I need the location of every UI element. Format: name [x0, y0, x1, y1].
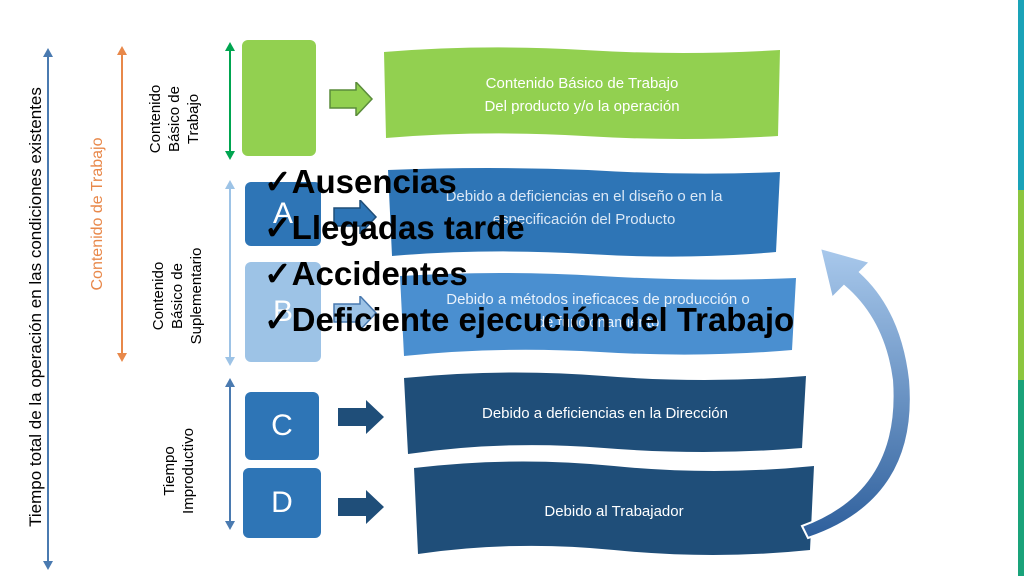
work-content-arrow — [117, 46, 127, 362]
basic-content-arrow — [225, 42, 235, 160]
unproductive-label: Tiempo Improductivo — [150, 400, 210, 530]
supp-line1: Contenido — [150, 261, 167, 331]
box-d: D — [243, 468, 321, 538]
accent-strip-mid — [1018, 190, 1024, 380]
box-basic — [242, 40, 316, 156]
basic-content-line3: Trabajo — [185, 93, 202, 145]
basic-content-line2: Básico de — [166, 86, 183, 152]
accent-strip-top — [1018, 0, 1024, 190]
box-a: A — [245, 182, 321, 246]
banner-basic — [384, 47, 780, 139]
arrow-a — [333, 200, 378, 234]
checklist-item-1: ✓Ausencias — [264, 163, 457, 200]
unprod-line2: Improductivo — [180, 428, 197, 514]
total-time-arrow — [43, 48, 53, 570]
arrow-d — [338, 490, 384, 524]
checklist-item-4: ✓Deficiente ejecución del Trabajo — [264, 301, 795, 338]
checklist-item-2: ✓Llegadas tarde — [264, 209, 525, 246]
arrow-basic — [329, 82, 374, 116]
banner-a-text: Debido a deficiencias en el diseño o en … — [445, 188, 723, 228]
work-content-label: Contenido de Trabajo — [89, 137, 106, 291]
curved-return-arrow — [800, 246, 912, 540]
supp-line3: Suplementario — [188, 247, 205, 345]
banner-b — [400, 273, 796, 356]
banner-c — [404, 372, 806, 454]
banner-d-text: Debido al Trabajador — [544, 503, 684, 520]
banner-b-text: Debido a métodos ineficaces de producció… — [446, 291, 750, 331]
banner-c-text: Debido a deficiencias en la Dirección — [482, 405, 728, 422]
arrow-c — [338, 400, 384, 434]
box-c: C — [245, 392, 319, 460]
basic-content-line1: Contenido — [147, 84, 164, 154]
checklist-item-3: ✓Accidentes — [264, 255, 468, 292]
box-b: B — [245, 262, 321, 362]
supp-line2: Básico de — [169, 263, 186, 329]
banner-d — [414, 461, 814, 555]
supplementary-label: Contenido Básico de Suplementario — [140, 210, 220, 350]
arrow-b — [333, 296, 378, 330]
banner-a — [388, 168, 780, 257]
unproductive-arrow — [225, 378, 235, 530]
basic-content-label: Contenido Básico de Trabajo — [140, 55, 212, 153]
banner-basic-text: Contenido Básico de Trabajo Del producto… — [484, 75, 680, 115]
unprod-line1: Tiempo — [161, 446, 178, 496]
accent-strip-bottom — [1018, 380, 1024, 576]
supplementary-arrow — [225, 180, 235, 366]
